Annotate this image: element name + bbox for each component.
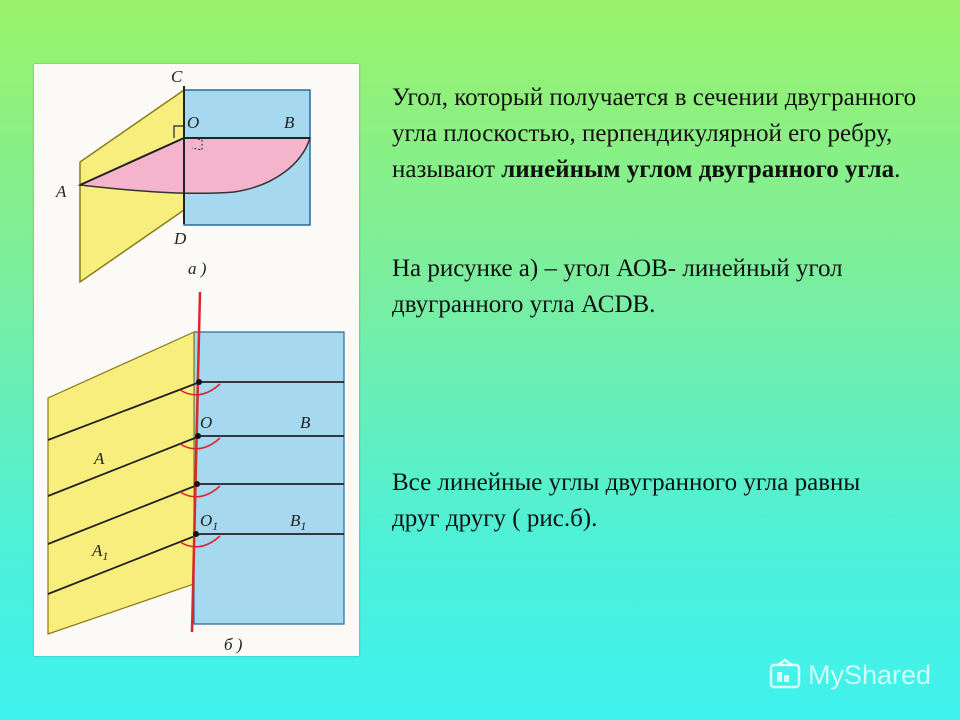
figure-a-right-angle-mark bbox=[173, 125, 184, 138]
figure-a-label-b: B bbox=[284, 113, 295, 132]
figure-a-explanation-text: На рисунке а) – угол АОВ- линейный угол … bbox=[392, 255, 843, 318]
figure-b-label-o: O bbox=[200, 413, 212, 432]
figure-b-yellow-line-3 bbox=[47, 483, 201, 545]
definition-paragraph: Угол, который получается в сечении двугр… bbox=[392, 80, 937, 188]
figure-b-label-b1-sub: 1 bbox=[300, 519, 306, 533]
figure-b-label-b1: B1 bbox=[290, 511, 306, 533]
figure-b-label-b: B bbox=[300, 413, 311, 432]
figure-b-yellow-line-4 bbox=[47, 533, 201, 595]
myshared-logo-icon bbox=[769, 658, 801, 689]
figure-b: O B A O1 B1 A1 б ) bbox=[47, 291, 345, 654]
figure-b-angle-arc-4 bbox=[179, 535, 221, 548]
figure-a-explanation: На рисунке а) – угол АОВ- линейный угол … bbox=[392, 251, 912, 323]
definition-text: Угол, который получается в сечении двугр… bbox=[392, 84, 917, 183]
figure-b-angle-arc-1 bbox=[179, 383, 221, 396]
figure-a-caption: а ) bbox=[188, 259, 207, 278]
figure-b-yellow-line-1 bbox=[47, 381, 201, 441]
figure-b-red-edge bbox=[190, 291, 202, 633]
figure-b-point-o bbox=[195, 433, 201, 439]
dihedral-angle-figures: C O B A D а ) bbox=[47, 67, 345, 654]
figure-panel: C O B A D а ) bbox=[34, 64, 359, 656]
figure-b-label-a1-sub: 1 bbox=[102, 549, 108, 563]
definition-period: . bbox=[894, 156, 901, 183]
figure-b-label-a1: A1 bbox=[91, 541, 108, 563]
figure-b-blue-plane bbox=[193, 331, 345, 625]
figure-b-label-o1-sub: 1 bbox=[212, 519, 218, 533]
figure-a-label-a: A bbox=[55, 182, 67, 201]
figure-a-label-c: C bbox=[171, 67, 183, 86]
figure-b-label-o1-main: O bbox=[200, 511, 212, 530]
figure-b-point-o1 bbox=[193, 531, 199, 537]
figure-b-caption: б ) bbox=[224, 635, 243, 654]
figure-a: C O B A D а ) bbox=[55, 67, 312, 284]
figure-b-point-3 bbox=[194, 481, 200, 487]
watermark-text: MyShared bbox=[808, 659, 932, 690]
figure-b-yellow-plane bbox=[47, 331, 195, 635]
definition-bold-term: линейным углом двугранного угла bbox=[501, 156, 895, 183]
figure-b-label-b1-main: B bbox=[290, 511, 301, 530]
figure-b-yellow-line-2 bbox=[47, 435, 201, 497]
figure-b-label-o1: O1 bbox=[200, 511, 218, 533]
figure-a-label-d: D bbox=[173, 229, 187, 248]
figure-b-point-1 bbox=[196, 379, 202, 385]
figure-a-label-o: O bbox=[187, 113, 199, 132]
figure-b-explanation: Все линейные углы двугранного угла равны… bbox=[392, 465, 912, 537]
figure-a-right-angle-mark-2 bbox=[191, 137, 203, 151]
figure-b-label-a: A bbox=[93, 449, 105, 468]
figure-b-angle-arc-3 bbox=[179, 485, 221, 498]
figure-b-angle-arc-2 bbox=[179, 437, 221, 450]
figure-b-label-a1-main: A bbox=[91, 541, 103, 560]
figure-a-ray-oa bbox=[79, 137, 185, 186]
myshared-watermark[interactable]: MyShared bbox=[768, 657, 931, 693]
figure-a-pink-section bbox=[77, 137, 312, 195]
figure-b-explanation-text: Все линейные углы двугранного угла равны… bbox=[392, 469, 861, 532]
